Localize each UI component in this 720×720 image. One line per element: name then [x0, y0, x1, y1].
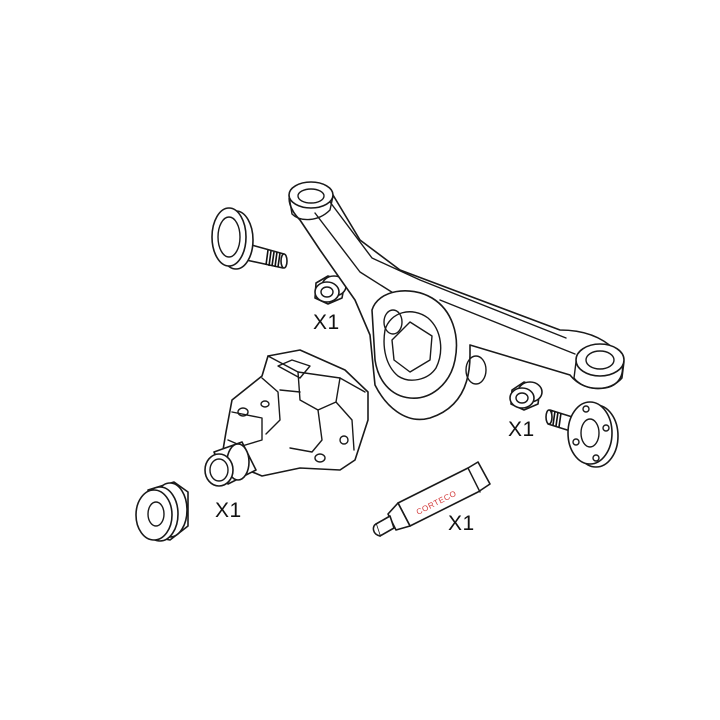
qty-label-small-bushing-top: X1 — [313, 311, 340, 334]
differential-housing — [204, 349, 369, 487]
small-bushing-top — [314, 275, 347, 305]
qty-label-small-bushing-right: X1 — [508, 418, 535, 441]
sealant-tube: CORTECO — [372, 461, 491, 537]
flange-bushing — [135, 481, 189, 542]
qty-label-flange-bushing: X1 — [215, 499, 242, 522]
qty-label-sealant-tube: X1 — [448, 512, 475, 535]
small-bushing-right — [509, 381, 543, 411]
right-flange-shaft — [545, 401, 619, 468]
axle-carrier-frame — [288, 181, 625, 421]
left-axle-bolt — [211, 207, 288, 270]
